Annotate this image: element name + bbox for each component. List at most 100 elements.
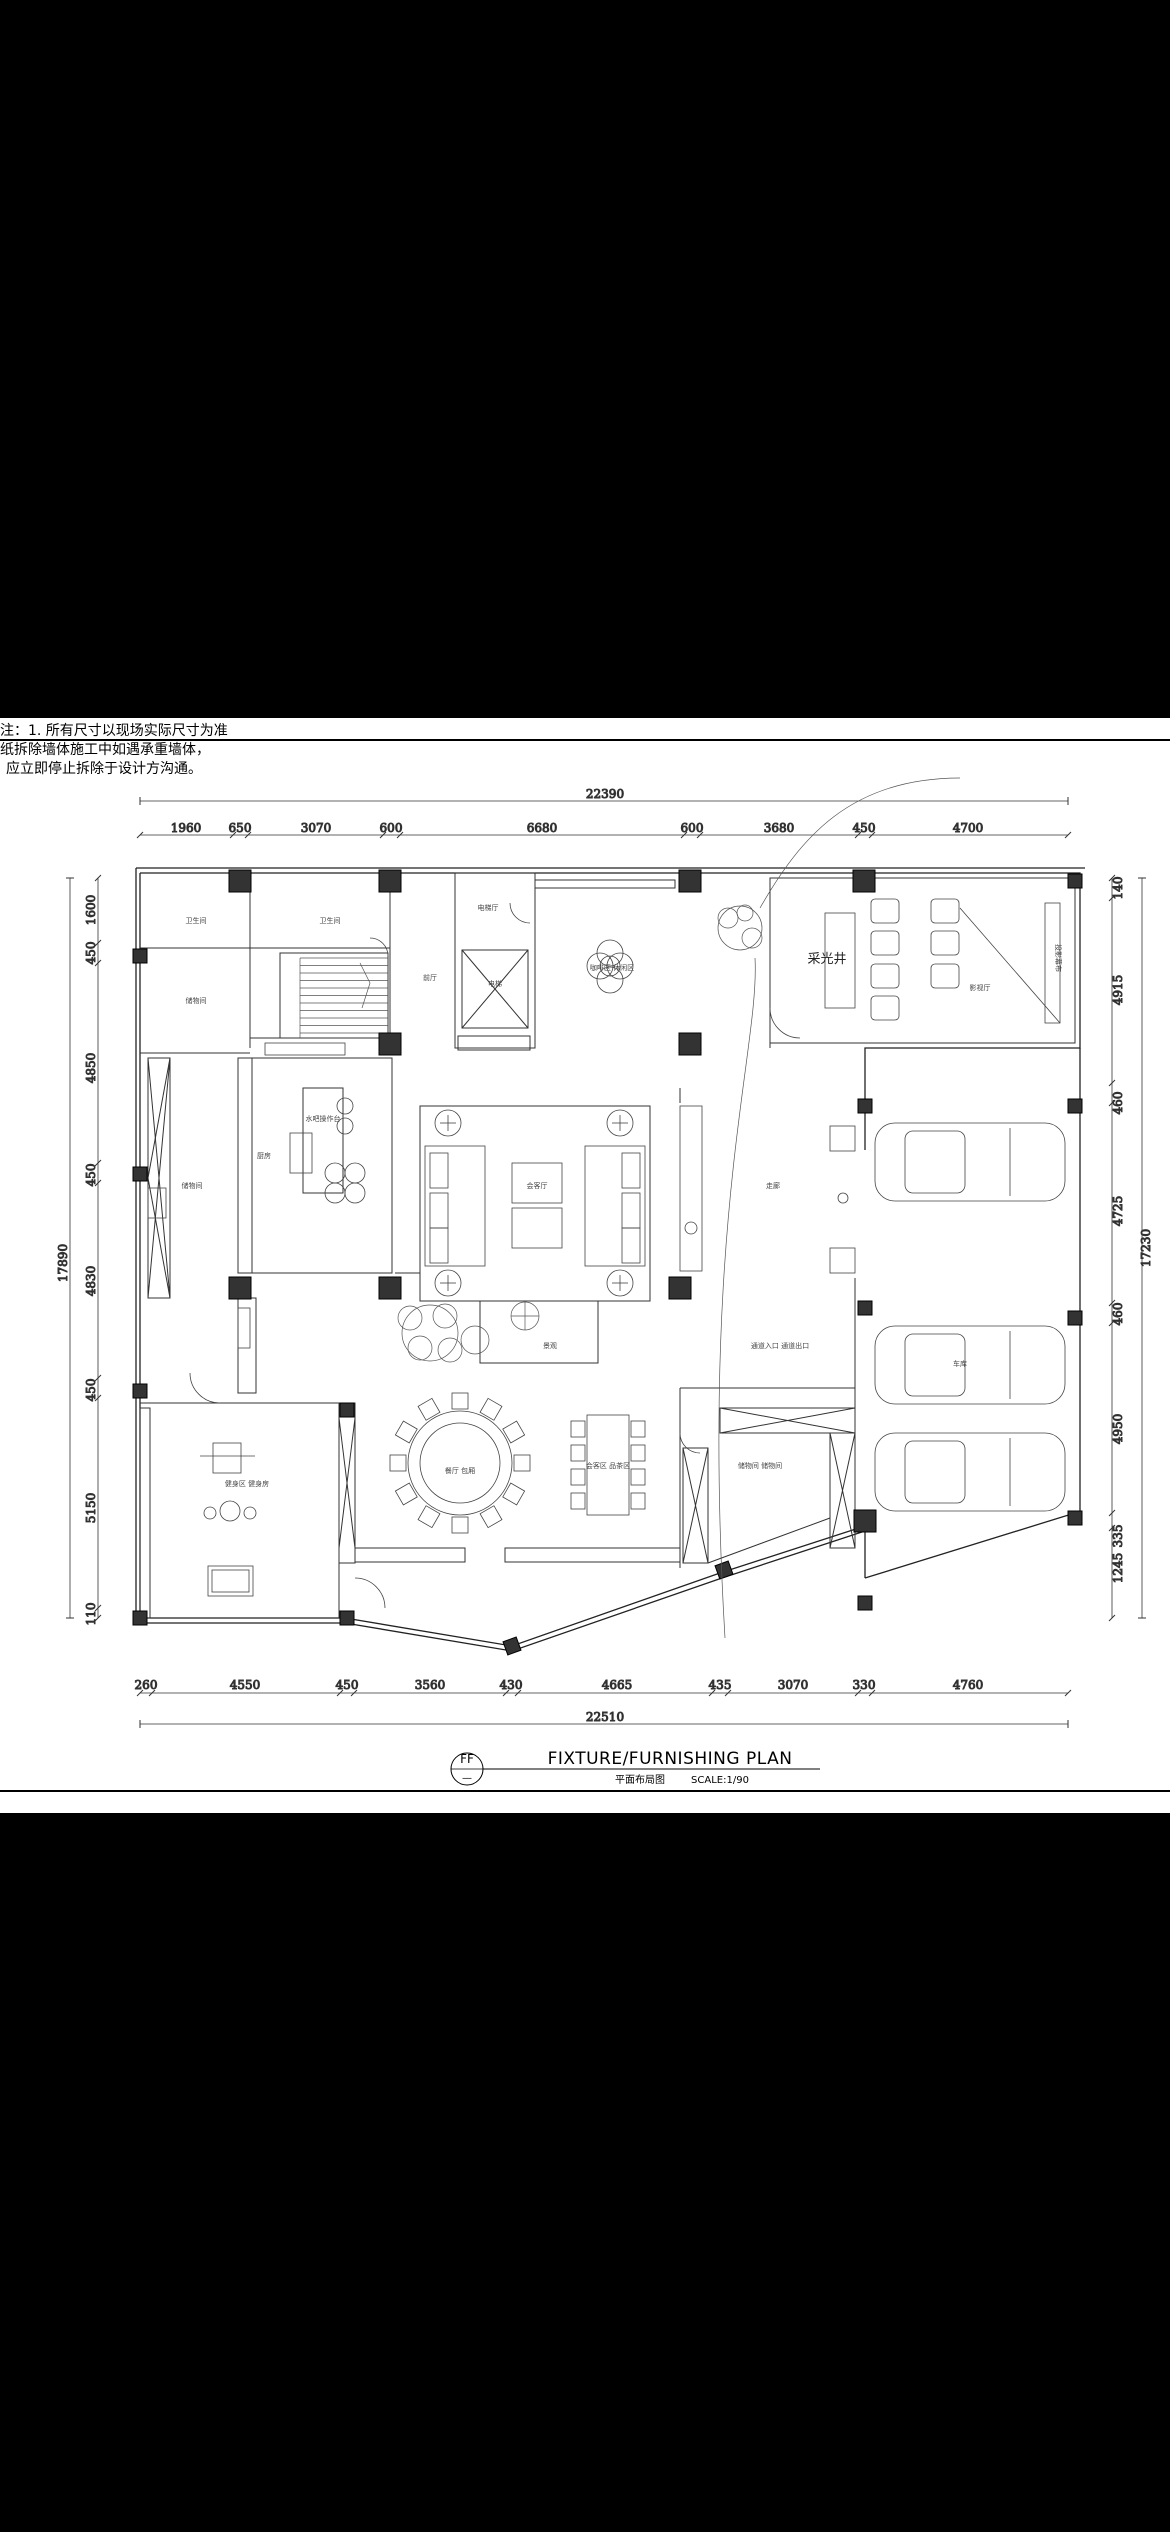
dim-tick-right-4 [1108, 1299, 1116, 1307]
meeting-chair-right-3 [630, 1492, 646, 1510]
dim-tick-bottom-6 [708, 1689, 716, 1697]
dining-chair-10 [479, 1397, 503, 1421]
dim-tick-left-6 [94, 1394, 102, 1402]
column-4 [1067, 873, 1083, 889]
label-meeting: 会客区 品茶区 [586, 1461, 630, 1470]
label-viewing: 影视厅 [970, 983, 991, 992]
title-badge: FF [460, 1752, 474, 1766]
right-dimension-chain: 17230 140 4915 460 4725 460 4950 335 124… [1108, 874, 1154, 1622]
dim-tick-top-7 [854, 831, 862, 839]
dim-tick-left-5 [94, 1374, 102, 1382]
title-badge-sub: — [462, 1773, 472, 1784]
dim-tick-top-3 [379, 831, 387, 839]
dim-left-2: 450 [84, 942, 98, 965]
label-landscape: 景观 [543, 1342, 557, 1350]
label-parking: 车库 [953, 1359, 967, 1368]
dim-tick-left-2 [94, 959, 102, 967]
dim-right-8: 1245 [1111, 1553, 1125, 1584]
dim-bottom-5: 430 [500, 1678, 523, 1692]
dim-right-1: 140 [1111, 877, 1125, 900]
dim-tick-right-3 [1108, 1099, 1116, 1107]
dim-right-5: 460 [1111, 1303, 1125, 1326]
dim-tick-top-1 [229, 831, 237, 839]
meeting-chair-left-3 [570, 1492, 586, 1510]
meeting-chair-left-2 [570, 1468, 586, 1486]
column-0 [228, 869, 252, 893]
dining-chair-5 [394, 1482, 418, 1506]
dim-top-9: 4700 [953, 821, 984, 835]
column-8 [857, 1098, 873, 1114]
structural-columns [132, 869, 1083, 1656]
meeting-chair-right-1 [630, 1444, 646, 1462]
dim-left-7: 5150 [84, 1493, 98, 1524]
dim-tick-right-0 [1108, 874, 1116, 882]
dim-tick-right-7 [1108, 1524, 1116, 1532]
label-wc2: 卫生间 [320, 916, 341, 925]
dim-top-7: 3680 [764, 821, 795, 835]
dim-tick-left-3 [94, 1159, 102, 1167]
dim-tick-left-1 [94, 939, 102, 947]
column-22 [853, 1509, 877, 1533]
car-1 [874, 1122, 1066, 1202]
dim-right-total: 17230 [1139, 1229, 1153, 1267]
label-screen: 投影幕布 [1054, 944, 1063, 972]
label-bar: 水吧操作台 [306, 1114, 341, 1123]
dim-left-3: 4850 [84, 1053, 98, 1084]
dim-left-4: 450 [84, 1164, 98, 1187]
left-dimension-chain: 17890 1600 450 4850 450 4830 450 5150 11… [56, 874, 102, 1626]
dim-bottom-10: 4760 [953, 1678, 984, 1692]
dim-tick-left-4 [94, 1179, 102, 1187]
column-23 [1067, 1510, 1083, 1526]
label-dining: 餐厅 包厢 [445, 1466, 475, 1475]
label-passage: 通道入口 通道出口 [751, 1341, 809, 1350]
dim-left-5: 4830 [84, 1266, 98, 1297]
floor-plan: 22390 1960 650 3070 600 6680 600 3680 45… [0, 739, 1170, 1792]
stair-arrow [359, 962, 371, 1009]
dim-top-8: 450 [853, 821, 876, 835]
title-main: FIXTURE/FURNISHING PLAN [548, 1749, 793, 1769]
column-9 [1067, 1098, 1083, 1114]
column-20 [502, 1636, 522, 1656]
column-3 [852, 869, 876, 893]
cafe-table-set [586, 939, 634, 994]
dim-left-6: 450 [84, 1379, 98, 1402]
dim-tick-top-0 [136, 831, 144, 839]
dim-tick-bottom-10 [1064, 1689, 1072, 1697]
car-3 [874, 1432, 1066, 1512]
view-chair-4 [930, 898, 960, 924]
meeting-chair-right-0 [630, 1420, 646, 1438]
column-14 [857, 1300, 873, 1316]
dim-left-1: 1600 [84, 895, 98, 926]
label-corridor: 走廊 [766, 1181, 780, 1190]
dim-tick-right-6 [1108, 1509, 1116, 1517]
label-lounge: 会客厅 [527, 1181, 548, 1190]
dim-tick-bottom-1 [148, 1689, 156, 1697]
interior-walls [139, 872, 1076, 1619]
meeting-chair-left-1 [570, 1444, 586, 1462]
dim-tick-top-6 [696, 831, 704, 839]
column-24 [857, 1595, 873, 1611]
column-2 [678, 869, 702, 893]
column-10 [132, 1166, 148, 1182]
view-chair-0 [870, 898, 900, 924]
note-line-3: 应立即停止拆除于设计方沟通。 [6, 761, 202, 777]
dim-tick-left-7 [94, 1604, 102, 1612]
view-chair-2 [870, 963, 900, 989]
dim-bottom-total: 22510 [586, 1710, 624, 1724]
dim-right-6: 4950 [1111, 1414, 1125, 1445]
note-line-1: 注：1. 所有尺寸以现场实际尺寸为准 [0, 723, 228, 739]
dim-tick-bottom-3 [350, 1689, 358, 1697]
column-19 [132, 1610, 148, 1626]
label-cafe: 咖啡区 休闲区 [590, 963, 634, 972]
dim-right-3: 460 [1111, 1092, 1125, 1115]
dim-tick-right-2 [1108, 1079, 1116, 1087]
dim-tick-bottom-5 [514, 1689, 522, 1697]
dining-chair-2 [479, 1505, 503, 1529]
dim-bottom-9: 330 [853, 1678, 876, 1692]
title-block: FF — FIXTURE/FURNISHING PLAN SCALE:1/90 … [450, 1749, 820, 1786]
dim-bottom-7: 435 [709, 1678, 732, 1692]
view-chair-3 [870, 995, 900, 1021]
dim-top-2: 650 [229, 821, 252, 835]
furniture [147, 898, 1066, 1597]
column-1 [378, 869, 402, 893]
